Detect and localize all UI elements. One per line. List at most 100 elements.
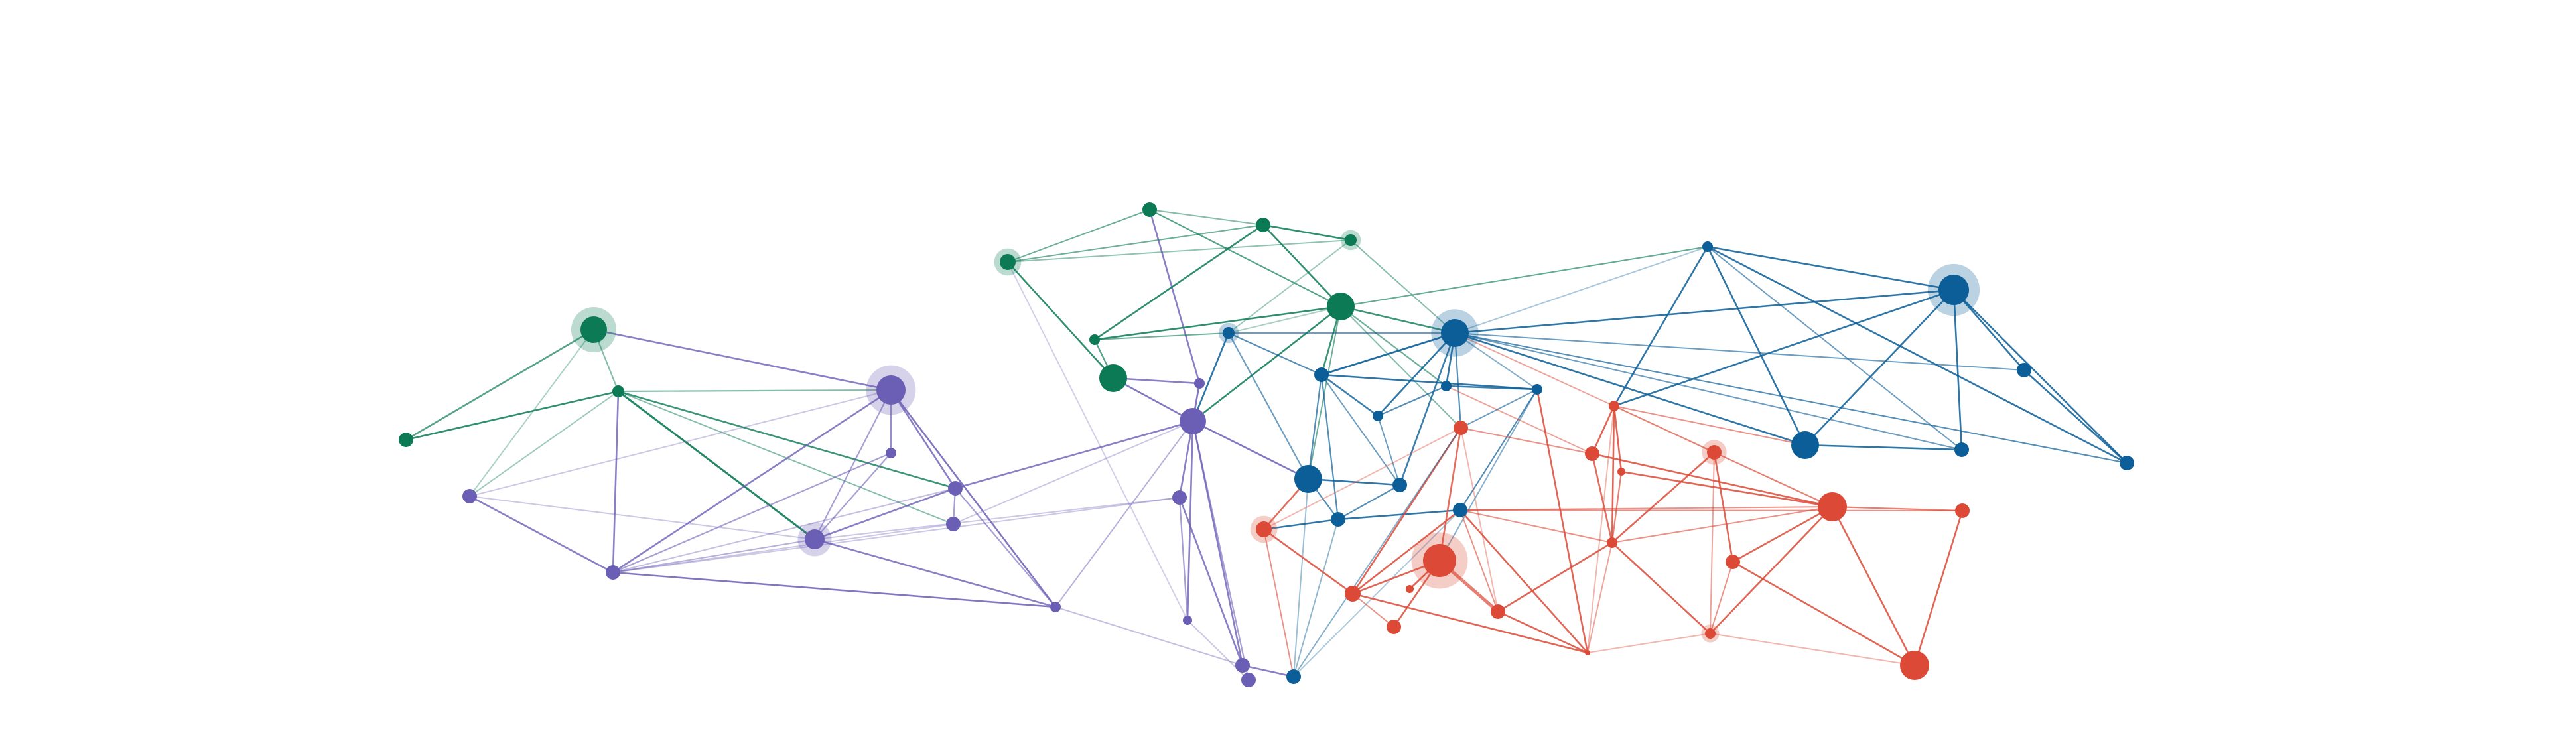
node-dot [1314,367,1329,382]
graph-edge-b1-b9 [1454,332,2025,371]
graph-node-r12 [1345,586,1361,602]
graph-edge-p2-p7 [468,495,614,574]
graph-edge-b1-r2 [1454,332,1615,407]
node-dot [1441,381,1452,391]
node-dot [606,565,620,580]
graph-edge-p7-p3 [612,452,892,574]
graph-edge-b13-b14 [1307,478,1401,486]
graph-edge-r14-b16 [1459,509,1499,612]
graph-node-g5 [1256,218,1270,232]
graph-edge-p7-p5 [612,523,954,573]
graph-edge-b1-b2 [1454,246,1708,334]
graph-node-r2 [1609,401,1619,411]
graph-edge-g3-p6 [617,390,816,541]
graph-node-p10 [1194,378,1205,389]
graph-edge-b3-b12 [1952,289,2128,464]
graph-node-r10 [1607,537,1617,548]
graph-edge-r8-r12 [1262,528,1354,595]
graph-edge-b16-r7 [1459,509,1963,511]
graph-edge-g9-g8 [1093,305,1342,341]
graph-edge-b1-b10 [1454,332,1806,446]
graph-edge-r3-r10 [1591,452,1613,544]
node-dot [1607,537,1617,548]
graph-edge-b1-b5 [1320,332,1456,376]
graph-node-p6 [797,522,832,557]
node-dot [1491,604,1505,619]
graph-edge-b3-b10 [1804,289,1955,446]
graph-edge-g9-b4 [1094,332,1229,340]
node-dot [1235,658,1250,673]
graph-edge-g2-g3 [405,390,620,441]
node-dot [948,481,963,496]
node-dot [1099,364,1127,392]
graph-edge-b10-r2 [1613,405,1806,446]
graph-edge-r1-r3 [1460,427,1593,454]
graph-node-p2 [462,489,477,503]
graph-node-r16 [1585,650,1590,655]
graph-node-g2 [399,433,413,447]
node-dot [1818,492,1847,521]
node-dot [1256,218,1270,232]
node-dot [1345,586,1361,602]
graph-node-b4 [1218,322,1239,344]
graph-node-b8 [1532,384,1542,395]
graph-node-p11 [1172,490,1187,505]
graph-node-r14 [1491,604,1505,619]
graph-edge-r1-r9 [1438,427,1462,562]
graph-node-r7 [1955,503,1970,518]
graph-edge-p7-p8 [612,571,1057,608]
graph-node-g3 [612,385,624,397]
node-dot [1726,555,1740,569]
edges-layer [405,208,2128,681]
node-dot [1453,503,1467,517]
graph-edge-g1-g2 [405,328,595,441]
graph-edge-b8-r16 [1536,388,1589,654]
graph-edge-r5-r10 [1611,451,1716,544]
node-dot [1954,442,1969,457]
graph-edge-p9-p12 [1186,420,1194,622]
graph-edge-p1-p4 [890,389,957,490]
graph-edge-b6-b14 [1377,415,1400,486]
graph-edge-g3-p7 [612,390,620,574]
graph-edge-r4-r10 [1611,470,1623,544]
graph-node-b12 [2120,456,2134,470]
node-dot [1617,468,1625,476]
graph-edge-r6-r10 [1611,506,1833,543]
graph-node-r4 [1617,468,1625,476]
graph-edge-p9-g10 [1112,377,1194,423]
graph-edge-r5-r6 [1713,451,1834,508]
graph-edge-p8-p9 [1055,421,1193,608]
graph-edge-r6-r18 [1831,505,1916,667]
graph-edge-b1-b12 [1454,332,2128,464]
graph-edge-r2-r16 [1587,405,1615,653]
graph-edge-r10-r16 [1587,542,1613,653]
node-dot [1387,620,1401,634]
graph-edge-b8-r9 [1439,389,1538,561]
graph-edge-b8-b1 [1454,332,1538,390]
graph-edge-b14-b15 [1337,484,1401,521]
graph-edge-g6-b4 [1228,239,1351,334]
node-dot [1532,384,1542,395]
graph-edge-b2-b12 [1706,245,2128,464]
graph-node-r3 [1585,446,1599,461]
graph-edge-b1-r1 [1454,332,1462,429]
node-dot [1441,319,1469,347]
graph-node-g6 [1340,230,1361,251]
graph-edge-b2-b10 [1706,245,1806,446]
node-dot [1406,585,1414,593]
graph-node-b10 [1791,431,1819,459]
graph-edge-g7-p12 [1007,261,1188,621]
graph-edge-b2-g8 [1340,246,1708,307]
graph-edge-g3-p4 [617,390,957,490]
graph-node-r9 [1411,532,1468,589]
node-dot [946,517,961,531]
graph-edge-r10-r17 [1611,541,1712,635]
graph-node-g4 [1142,202,1157,217]
graph-edge-p2-p1 [469,389,892,497]
graph-edge-g8-b1 [1339,305,1456,334]
graph-node-b6 [1373,411,1383,421]
graph-edge-b5-b13 [1307,373,1323,480]
graph-edge-b5-b6 [1320,373,1379,417]
graph-node-b14 [1392,478,1407,492]
